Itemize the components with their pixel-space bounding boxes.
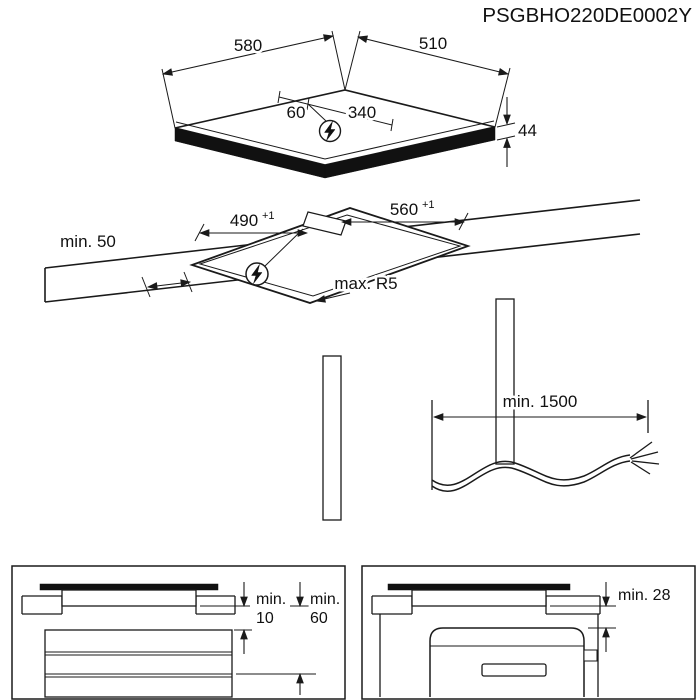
- drawer-unit: [44, 629, 233, 698]
- lightning-bolt-icon: [324, 121, 336, 141]
- connection-offset-340-label: 340: [348, 103, 376, 122]
- hob-width-dim-label: 580: [234, 36, 262, 55]
- dim-side-clearance: min. 50: [58, 230, 193, 298]
- connection-offset-60-label: 60: [287, 103, 306, 122]
- frayed-wires: [629, 441, 660, 475]
- dim-corner-radius: max. R5: [314, 272, 400, 303]
- dim-hob-width: 580: [161, 30, 346, 129]
- oven-handle: [481, 663, 547, 677]
- oven-installation-view: min. 28: [361, 565, 696, 700]
- dim-gap-drawer-depth: min. 60: [236, 582, 343, 695]
- hob-profile-body: [61, 589, 197, 607]
- cabinet-leg-right: [495, 298, 515, 465]
- hob-isometric-view: 580 510 60 340 44: [161, 30, 539, 179]
- cutout-width-tolerance: +1: [422, 199, 435, 211]
- worktop-cutout-view: 490 +1 560 +1 min. 50 max. R5: [44, 197, 641, 521]
- cabinet-leg-left: [322, 355, 342, 521]
- power-cable: [431, 441, 660, 493]
- power-connection-icon: [245, 228, 304, 286]
- power-cable-view: min. 1500: [431, 390, 660, 493]
- hob-front-right-face: [324, 126, 496, 179]
- cable-length-label: min. 1500: [503, 392, 578, 411]
- dim-cutout-width: 560 +1: [340, 197, 469, 231]
- mains-terminal-box: [302, 211, 347, 236]
- dim-gap-hob-drawer: min. 10: [200, 582, 289, 654]
- oven-clearance-label: min. 28: [618, 587, 671, 604]
- drawer-gap-value-label: 60: [310, 610, 328, 627]
- dim-gap-hob-oven: min. 28: [550, 582, 673, 652]
- oven: [429, 627, 598, 697]
- view-frame: [11, 565, 346, 700]
- side-clearance-label: min. 50: [60, 232, 116, 251]
- hob-gap-min-label: min.: [256, 591, 286, 608]
- hob-gap-value-label: 10: [256, 610, 274, 627]
- view-frame: [361, 565, 696, 700]
- power-connection-icon: [318, 119, 342, 143]
- dim-hob-thickness: 44: [496, 97, 539, 167]
- drawing-number: PSGBHO220DE0002Y: [482, 4, 692, 27]
- hob-profile-top: [387, 583, 571, 591]
- drawer-installation-view: min. 10 min. 60: [11, 565, 346, 700]
- hob-depth-dim-label: 510: [419, 34, 447, 53]
- lightning-bolt-icon: [251, 264, 263, 284]
- cutout-depth-tolerance: +1: [262, 210, 275, 222]
- drawer-gap-min-label: min.: [310, 591, 340, 608]
- dim-connection-position: 60 340: [277, 90, 394, 132]
- cutout-depth-dim-label: 490: [230, 211, 258, 230]
- hob-glass-bevel-line: [175, 120, 495, 160]
- cutout-inner-wall: [198, 214, 462, 297]
- oven-spacer: [583, 649, 598, 662]
- dim-cutout-depth: 490 +1: [194, 208, 309, 242]
- hob-profile-top: [39, 583, 219, 591]
- cutout-width-dim-label: 560: [390, 200, 418, 219]
- hob-profile-body: [411, 589, 547, 607]
- dim-hob-depth: 510: [344, 30, 511, 128]
- corner-radius-label: max. R5: [334, 274, 397, 293]
- hob-height-dim-label: 44: [518, 121, 537, 140]
